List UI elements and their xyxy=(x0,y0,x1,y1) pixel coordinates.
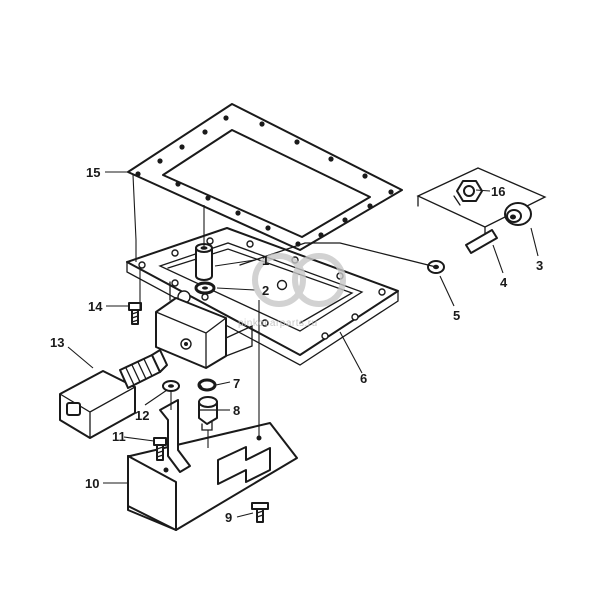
callout-10: 10 xyxy=(85,476,99,491)
bolt-14 xyxy=(128,302,142,325)
gasket-15 xyxy=(127,103,403,251)
callout-15: 15 xyxy=(86,165,100,180)
o-ring-2 xyxy=(194,281,216,295)
callout-3: 3 xyxy=(536,258,543,273)
solenoid-13 xyxy=(59,349,168,439)
callout-16: 16 xyxy=(491,184,505,199)
watermark-text: pinkocarparts.ru xyxy=(238,318,318,329)
watermark: pinkocarparts.ru xyxy=(238,253,346,329)
callout-6: 6 xyxy=(360,371,367,386)
bracket-10 xyxy=(127,399,298,531)
plug-8 xyxy=(198,396,218,431)
cover-plate-6-bolt-holes xyxy=(138,237,386,340)
callout-5: 5 xyxy=(453,308,460,323)
callout-12: 12 xyxy=(135,408,149,423)
cover-plate-6 xyxy=(126,227,399,366)
snap-ring-7 xyxy=(197,378,217,392)
detail-box xyxy=(416,167,547,238)
valve-body xyxy=(155,297,253,369)
leader-lines xyxy=(67,171,539,518)
callout-2: 2 xyxy=(262,283,269,298)
callout-8: 8 xyxy=(233,403,240,418)
washer-12 xyxy=(162,380,180,392)
nut-3 xyxy=(504,202,532,226)
callout-1: 1 xyxy=(262,253,269,268)
pin-4 xyxy=(465,229,498,254)
callout-11: 11 xyxy=(112,429,126,444)
port-hole xyxy=(276,279,288,291)
callouts: 15 1 2 14 13 6 7 12 8 11 10 9 16 3 4 5 xyxy=(50,165,543,525)
bolt-11 xyxy=(153,437,167,461)
callout-7: 7 xyxy=(233,376,240,391)
callout-9: 9 xyxy=(225,510,232,525)
spacer-sleeve-1 xyxy=(195,243,213,281)
screw-9 xyxy=(251,502,269,523)
callout-4: 4 xyxy=(500,275,508,290)
plug-16 xyxy=(453,180,483,206)
callout-13: 13 xyxy=(50,335,64,350)
callout-14: 14 xyxy=(88,299,103,314)
